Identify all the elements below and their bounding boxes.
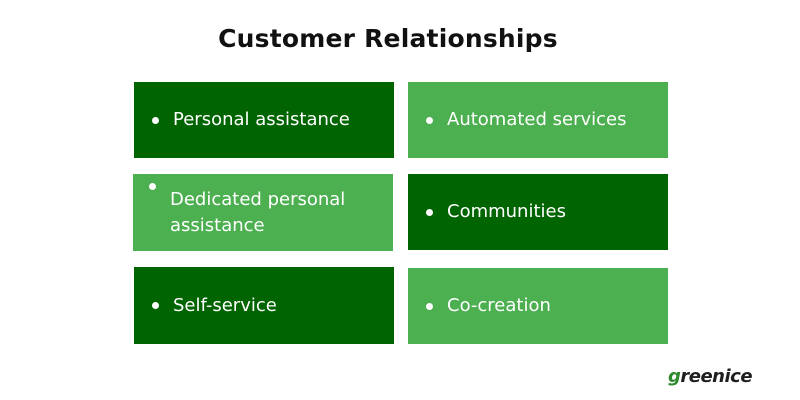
box-label: Communities — [447, 201, 566, 222]
bullet-icon — [426, 302, 433, 310]
box-self-service: Self-service — [134, 267, 394, 344]
box-co-creation: Co-creation — [408, 268, 668, 344]
logo-rest: reenice — [680, 366, 753, 387]
bullet-icon — [426, 116, 433, 124]
greenice-logo: greenice — [668, 366, 753, 387]
box-label: Self-service — [173, 294, 277, 316]
box-communities: Communities — [408, 174, 668, 250]
bullet-icon — [152, 116, 159, 124]
box-label: Co-creation — [447, 295, 551, 316]
box-automated-services: Automated services — [408, 82, 668, 158]
box-label: Automated services — [447, 109, 627, 130]
page-title: Customer Relationships — [218, 24, 558, 53]
logo-first-letter: g — [668, 366, 681, 387]
box-personal-assistance: Personal assistance — [134, 82, 394, 158]
box-label: Dedicated personal assistance — [170, 188, 346, 236]
box-dedicated-personal-assistance: Dedicated personal assistance — [133, 174, 393, 251]
bullet-icon — [426, 208, 433, 216]
box-label: Personal assistance — [173, 109, 350, 130]
bullet-icon — [149, 183, 156, 190]
bullet-icon — [152, 302, 159, 309]
